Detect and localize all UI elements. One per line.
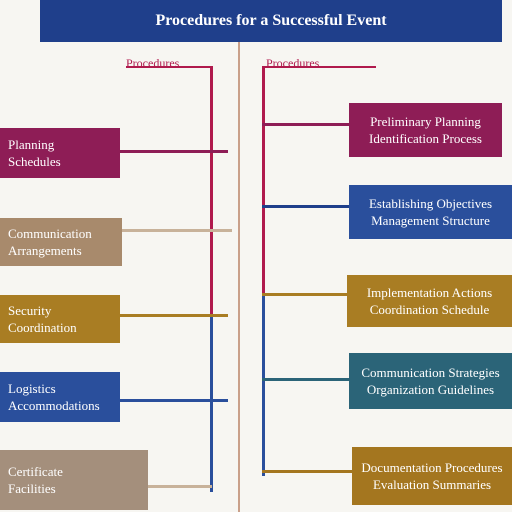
left-connector-5 — [146, 485, 212, 488]
page-title: Procedures for a Successful Event — [40, 0, 502, 42]
right-box-5-line2: Evaluation Summaries — [373, 476, 491, 493]
left-connector-4 — [118, 399, 228, 402]
left-trunk-bottom — [210, 316, 213, 492]
left-box-4-line2: Accommodations — [8, 397, 112, 414]
left-box-1: Planning Schedules — [0, 128, 120, 178]
right-connector-2 — [262, 205, 350, 208]
left-connector-1 — [118, 150, 228, 153]
left-box-5-line1: Certificate — [8, 463, 140, 480]
right-box-2-line1: Establishing Objectives — [369, 195, 492, 212]
right-box-1-line2: Identification Process — [369, 130, 482, 147]
left-trunk-top — [210, 66, 213, 316]
left-box-1-line1: Planning — [8, 136, 112, 153]
right-box-5: Documentation Procedures Evaluation Summ… — [352, 447, 512, 505]
right-trunk-bottom — [262, 296, 265, 476]
right-box-1: Preliminary Planning Identification Proc… — [349, 103, 502, 157]
left-heading-underline — [126, 66, 212, 68]
left-box-3-line2: Coordination — [8, 319, 112, 336]
left-connector-3 — [118, 314, 228, 317]
left-box-4-line1: Logistics — [8, 380, 112, 397]
left-box-2-line1: Communication — [8, 225, 114, 242]
right-box-3-line2: Coordination Schedule — [370, 301, 490, 318]
right-connector-4 — [262, 378, 350, 381]
right-box-3-line1: Implementation Actions — [367, 284, 492, 301]
left-box-5-line2: Facilities — [8, 480, 140, 497]
center-divider — [238, 42, 240, 512]
left-box-3-line1: Security — [8, 302, 112, 319]
right-box-4-line1: Communication Strategies — [361, 364, 499, 381]
left-box-1-line2: Schedules — [8, 153, 112, 170]
left-box-2: Communication Arrangements — [0, 218, 122, 266]
right-connector-3 — [262, 293, 350, 296]
left-box-2-line2: Arrangements — [8, 242, 114, 259]
right-box-1-line1: Preliminary Planning — [370, 113, 481, 130]
right-column-heading: Procedures — [266, 56, 319, 71]
right-box-2: Establishing Objectives Management Struc… — [349, 185, 512, 239]
right-trunk-top — [262, 66, 265, 296]
right-connector-1 — [262, 123, 350, 126]
left-box-5: Certificate Facilities — [0, 450, 148, 510]
left-box-3: Security Coordination — [0, 295, 120, 343]
right-box-3: Implementation Actions Coordination Sche… — [347, 275, 512, 327]
left-connector-2 — [120, 229, 232, 232]
right-box-5-line1: Documentation Procedures — [361, 459, 502, 476]
right-box-2-line2: Management Structure — [371, 212, 490, 229]
right-heading-underline — [262, 66, 376, 68]
left-column-heading: Procedures — [126, 56, 179, 71]
right-box-4-line2: Organization Guidelines — [367, 381, 494, 398]
left-box-4: Logistics Accommodations — [0, 372, 120, 422]
right-connector-5 — [262, 470, 352, 473]
right-box-4: Communication Strategies Organization Gu… — [349, 353, 512, 409]
